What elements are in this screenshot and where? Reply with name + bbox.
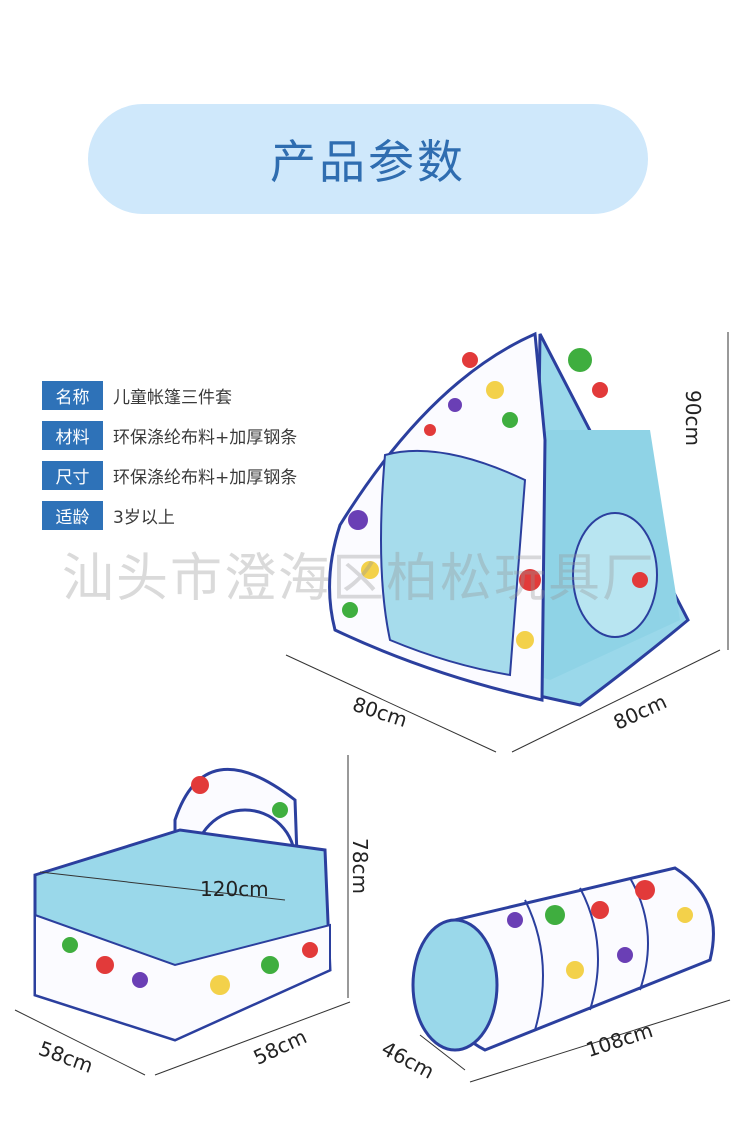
header-banner: 产品参数 bbox=[88, 104, 648, 214]
spec-key: 名称 bbox=[42, 381, 103, 410]
spec-row-size: 尺寸 环保涤纶布料+加厚钢条 bbox=[42, 461, 297, 490]
spec-table: 名称 儿童帐篷三件套 材料 环保涤纶布料+加厚钢条 尺寸 环保涤纶布料+加厚钢条… bbox=[42, 381, 297, 541]
spec-row-age: 适龄 3岁以上 bbox=[42, 501, 297, 530]
spec-key: 尺寸 bbox=[42, 461, 103, 490]
spec-row-material: 材料 环保涤纶布料+加厚钢条 bbox=[42, 421, 297, 450]
spec-row-name: 名称 儿童帐篷三件套 bbox=[42, 381, 297, 410]
ball-pit-diagonal-label: 120cm bbox=[200, 877, 269, 901]
spec-key: 适龄 bbox=[42, 501, 103, 530]
spec-value: 3岁以上 bbox=[113, 508, 175, 528]
ball-pit-height-label: 78cm bbox=[348, 838, 372, 894]
tent-height-label: 90cm bbox=[681, 390, 705, 446]
tunnel-image bbox=[411, 866, 731, 1083]
page-title: 产品参数 bbox=[270, 135, 466, 189]
ball-pit-image bbox=[14, 755, 351, 1076]
tent-image bbox=[285, 331, 729, 753]
spec-value: 环保涤纶布料+加厚钢条 bbox=[113, 428, 298, 448]
spec-value: 环保涤纶布料+加厚钢条 bbox=[113, 468, 298, 488]
spec-key: 材料 bbox=[42, 421, 103, 450]
watermark: 汕头市澄海区柏松玩具厂 bbox=[62, 549, 657, 609]
spec-value: 儿童帐篷三件套 bbox=[113, 388, 232, 408]
